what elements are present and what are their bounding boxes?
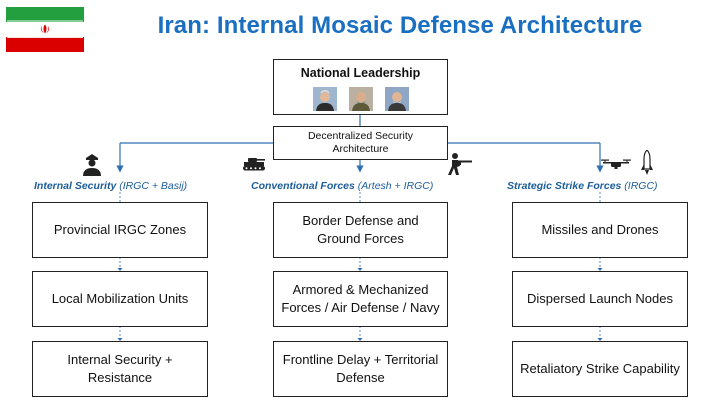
decentralized-security-box: Decentralized Security Architecture xyxy=(273,126,448,160)
node-box: Retaliatory Strike Capability xyxy=(512,341,688,397)
branch-name: Strategic Strike Forces xyxy=(507,180,622,192)
iran-flag-icon xyxy=(6,7,84,52)
missile-icon xyxy=(641,150,653,175)
node-box: Armored & Mechanized Forces / Air Defens… xyxy=(273,271,448,327)
branch-name: Conventional Forces xyxy=(251,180,355,192)
node-box: Frontline Delay + Territorial Defense xyxy=(273,341,448,397)
node-box: Local Mobilization Units xyxy=(32,271,208,327)
branch-heading-internal-security: Internal Security (IRGC + Basij) xyxy=(34,180,187,192)
page-title: Iran: Internal Mosaic Defense Architectu… xyxy=(157,12,643,39)
node-box: Internal Security + Resistance xyxy=(32,341,208,397)
drone-icon xyxy=(601,159,631,169)
branch-sub: (IRGC + Basij) xyxy=(116,180,188,192)
branch-heading-strategic-strike: Strategic Strike Forces (IRGC) xyxy=(507,180,658,192)
portrait-icon xyxy=(312,87,337,111)
node-box: Border Defense and Ground Forces xyxy=(273,202,448,258)
leadership-title: National Leadership xyxy=(300,66,421,80)
leader-portraits xyxy=(274,87,447,111)
branch-sub: (IRGC) xyxy=(621,180,658,192)
rifleman-icon xyxy=(448,153,472,175)
branch-name: Internal Security xyxy=(34,180,117,192)
branch-sub: (Artesh + IRGC) xyxy=(354,180,434,192)
national-leadership-box: National Leadership xyxy=(273,59,448,115)
node-box: Dispersed Launch Nodes xyxy=(512,271,688,327)
tank-icon xyxy=(243,158,265,171)
node-box: Provincial IRGC Zones xyxy=(32,202,208,258)
portrait-icon xyxy=(384,87,409,111)
branch-heading-conventional-forces: Conventional Forces (Artesh + IRGC) xyxy=(251,180,433,192)
node-box: Missiles and Drones xyxy=(512,202,688,258)
portrait-icon xyxy=(348,87,373,111)
soldier-icon xyxy=(83,154,101,176)
